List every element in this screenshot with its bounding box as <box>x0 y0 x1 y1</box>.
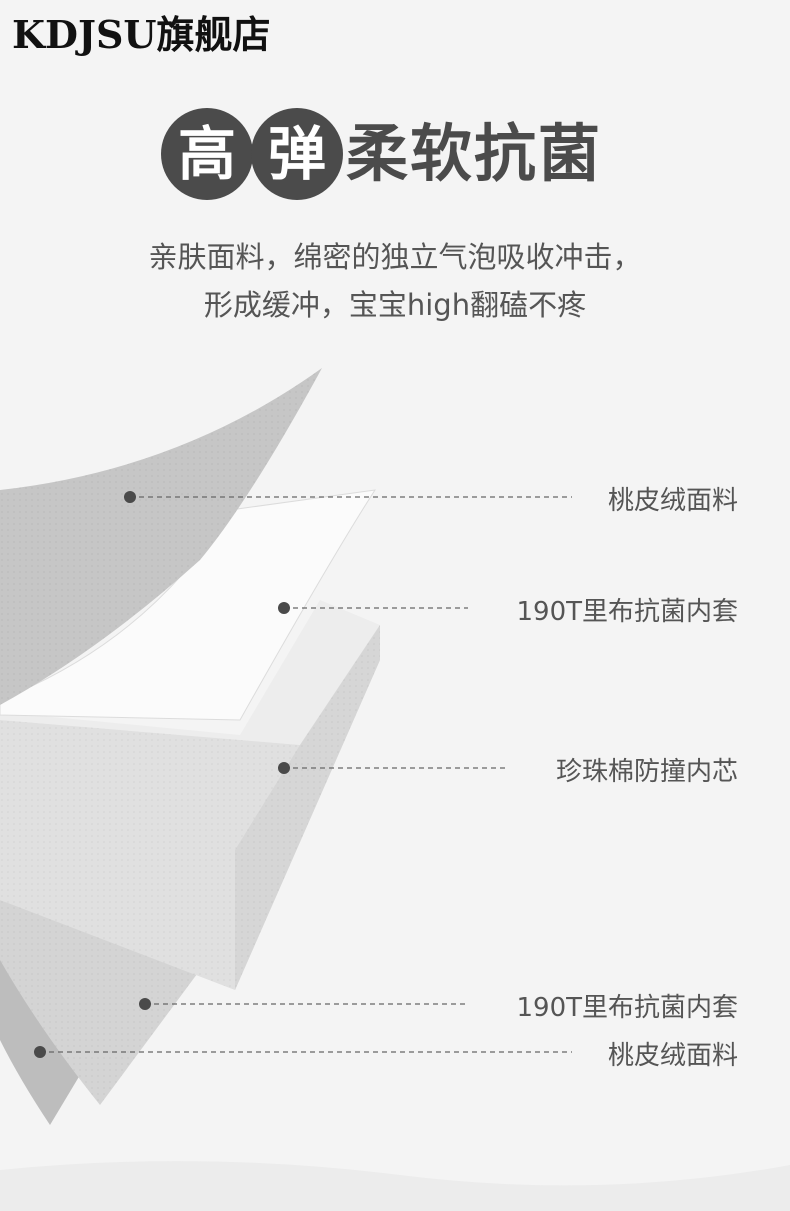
layer-label-5: 桃皮绒面料 <box>607 1041 738 1071</box>
brand-name: KDJSU旗舰店 <box>12 12 271 57</box>
layer-label-2: 190T里布抗菌内套 <box>516 597 738 627</box>
description-line-1: 亲肤面料，绵密的独立气泡吸收冲击， <box>148 240 642 274</box>
headline-badge-2: 弹 <box>251 108 343 200</box>
leader-dot-2 <box>278 602 290 614</box>
headline-badge-1: 高 <box>161 108 253 200</box>
layer-label-4: 190T里布抗菌内套 <box>516 993 738 1023</box>
headline: 高 弹 柔软抗菌 <box>0 108 790 200</box>
layer-label-3: 珍珠棉防撞内芯 <box>555 757 738 787</box>
description-line-2: 形成缓冲，宝宝high翻磕不疼 <box>203 288 587 322</box>
headline-text: 柔软抗菌 <box>346 117 603 190</box>
leader-dot-4 <box>139 998 151 1010</box>
leader-dot-3 <box>278 762 290 774</box>
foam-core-top <box>0 600 380 745</box>
lining-sheet <box>0 489 377 721</box>
background-wave <box>0 1161 790 1211</box>
leader-dot-5 <box>34 1046 46 1058</box>
layer-label-1: 桃皮绒面料 <box>607 486 738 516</box>
leader-dot-1 <box>124 491 136 503</box>
